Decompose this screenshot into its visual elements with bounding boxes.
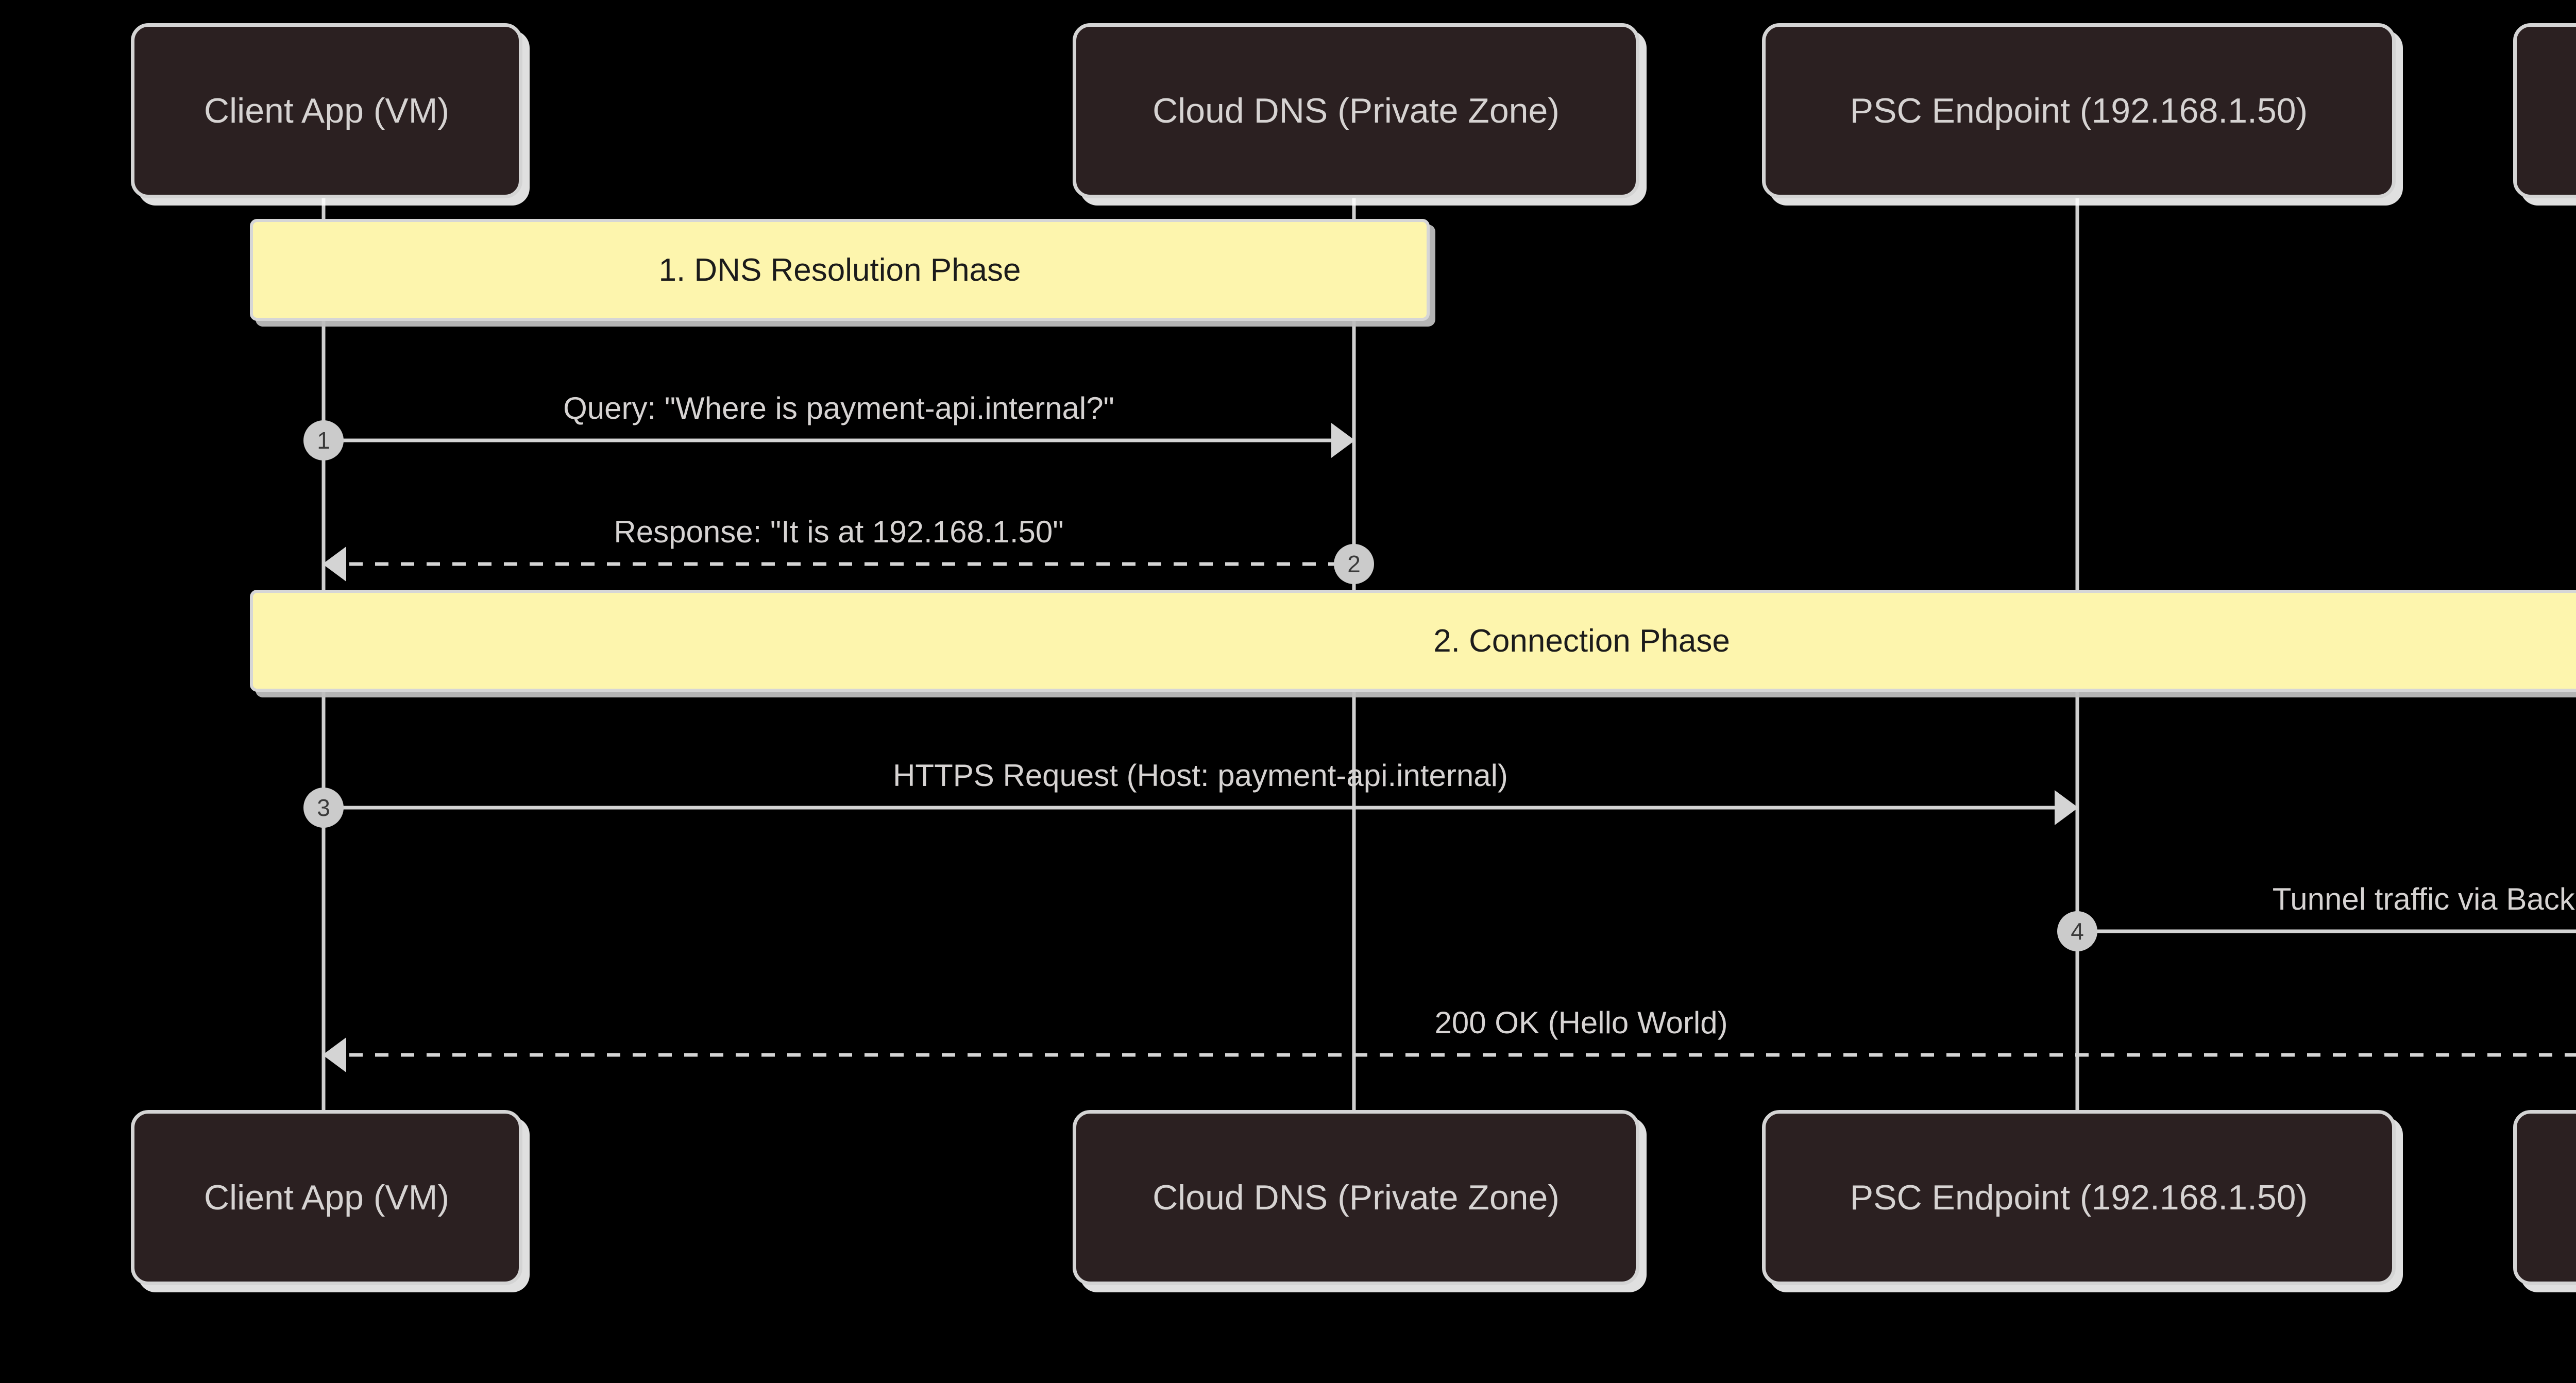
- message-label: Response: "It is at 192.168.1.50": [614, 515, 1064, 549]
- message-line: [324, 1053, 2576, 1057]
- participant-dns-bottom[interactable]: Cloud DNS (Private Zone): [1073, 1110, 1639, 1285]
- arrow-head-right-icon: [1331, 423, 1355, 458]
- arrow-head-left-icon: [323, 547, 346, 582]
- sequence-number-badge-4: 4: [2057, 911, 2097, 951]
- participant-producer-top[interactable]: Producer Service (Cloud Run): [2513, 23, 2576, 198]
- arrow-head-right-icon: [2055, 790, 2078, 825]
- phase-banner-1: 1. DNS Resolution Phase: [250, 219, 1430, 321]
- message-line: [324, 562, 1354, 566]
- message-line: [2077, 929, 2576, 933]
- participant-dns-top[interactable]: Cloud DNS (Private Zone): [1073, 23, 1639, 198]
- sequence-number-badge-2: 2: [1334, 544, 1374, 584]
- participant-label: Cloud DNS (Private Zone): [1153, 91, 1560, 130]
- message-label: HTTPS Request (Host: payment-api.interna…: [893, 758, 1508, 793]
- message-line: [324, 806, 2077, 810]
- participant-label: Client App (VM): [204, 1177, 450, 1217]
- participant-psc-bottom[interactable]: PSC Endpoint (192.168.1.50): [1762, 1110, 2396, 1285]
- phase-banner-label: 1. DNS Resolution Phase: [658, 252, 1021, 288]
- phase-banner-2: 2. Connection Phase: [250, 590, 2576, 692]
- participant-producer-bottom[interactable]: Producer Service (Cloud Run): [2513, 1110, 2576, 1285]
- arrow-head-left-icon: [323, 1037, 346, 1072]
- participant-label: PSC Endpoint (192.168.1.50): [1850, 1177, 2308, 1217]
- participant-label: PSC Endpoint (192.168.1.50): [1850, 91, 2308, 130]
- message-label: Tunnel traffic via Backbone: [2272, 882, 2576, 916]
- sequence-number-badge-1: 1: [303, 420, 344, 460]
- phase-banner-label: 2. Connection Phase: [1433, 623, 1730, 659]
- participant-label: Cloud DNS (Private Zone): [1153, 1177, 1560, 1217]
- participant-client-bottom[interactable]: Client App (VM): [131, 1110, 522, 1285]
- participant-client-top[interactable]: Client App (VM): [131, 23, 522, 198]
- sequence-number-badge-3: 3: [303, 788, 344, 828]
- participant-psc-top[interactable]: PSC Endpoint (192.168.1.50): [1762, 23, 2396, 198]
- message-label: 200 OK (Hello World): [1434, 1005, 1728, 1040]
- message-label: Query: "Where is payment-api.internal?": [563, 391, 1114, 425]
- message-line: [324, 438, 1354, 442]
- participant-label: Client App (VM): [204, 91, 450, 130]
